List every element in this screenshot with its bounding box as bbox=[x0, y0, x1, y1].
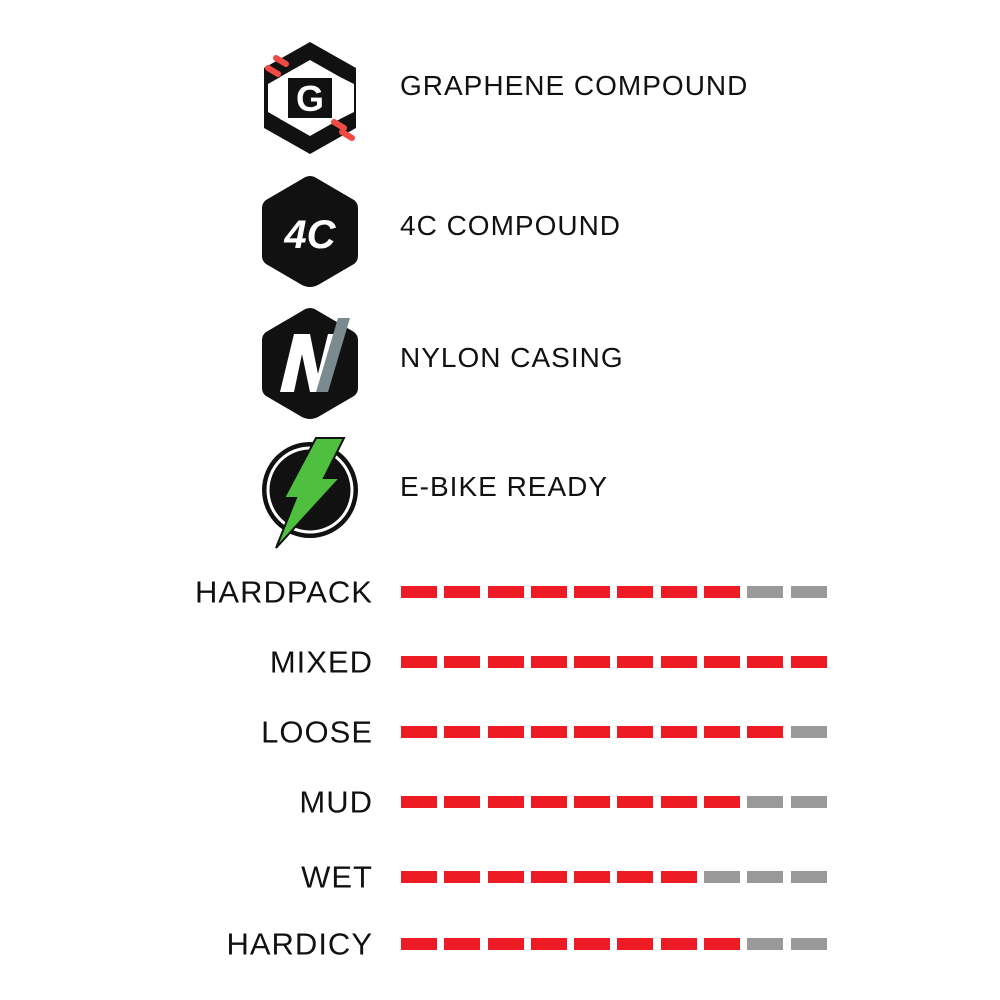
rating-segment-filled bbox=[660, 656, 697, 668]
rating-label-hardicy: HARDICY bbox=[226, 926, 373, 962]
rating-bar-loose bbox=[401, 726, 827, 738]
rating-label-hardpack: HARDPACK bbox=[195, 574, 373, 610]
rating-segment-filled bbox=[487, 726, 524, 738]
rating-segment-filled bbox=[660, 586, 697, 598]
rating-segment-filled bbox=[790, 656, 827, 668]
rating-segment-filled bbox=[444, 871, 481, 883]
rating-segment-filled bbox=[530, 796, 567, 808]
rating-bar-mixed bbox=[401, 656, 827, 668]
rating-segment-empty bbox=[790, 726, 827, 738]
rating-segment-filled bbox=[444, 938, 481, 950]
rating-segment-filled bbox=[530, 656, 567, 668]
rating-segment-filled bbox=[747, 726, 784, 738]
svg-text:G: G bbox=[296, 78, 324, 119]
rating-bar-hardicy bbox=[401, 938, 827, 950]
rating-segment-filled bbox=[444, 656, 481, 668]
rating-segment-filled bbox=[401, 871, 437, 883]
rating-segment-filled bbox=[617, 726, 654, 738]
rating-label-mixed: MIXED bbox=[269, 644, 373, 680]
rating-segment-filled bbox=[401, 796, 437, 808]
graphene-g-icon: G bbox=[258, 38, 362, 158]
rating-segment-filled bbox=[574, 726, 611, 738]
rating-segment-filled bbox=[401, 586, 437, 598]
rating-segment-filled bbox=[574, 871, 611, 883]
rating-segment-empty bbox=[790, 796, 827, 808]
rating-segment-filled bbox=[444, 586, 481, 598]
rating-segment-filled bbox=[530, 726, 567, 738]
rating-segment-filled bbox=[401, 726, 437, 738]
rating-segment-filled bbox=[530, 938, 567, 950]
rating-segment-filled bbox=[487, 656, 524, 668]
rating-segment-empty bbox=[747, 938, 784, 950]
feature-label-4c: 4C COMPOUND bbox=[400, 210, 622, 241]
rating-segment-filled bbox=[704, 938, 741, 950]
rating-segment-filled bbox=[401, 656, 437, 668]
rating-segment-filled bbox=[660, 726, 697, 738]
rating-segment-filled bbox=[487, 586, 524, 598]
rating-bar-wet bbox=[401, 871, 827, 883]
rating-segment-filled bbox=[617, 796, 654, 808]
rating-bar-hardpack bbox=[401, 586, 827, 598]
rating-segment-filled bbox=[574, 586, 611, 598]
rating-segment-filled bbox=[574, 938, 611, 950]
rating-segment-filled bbox=[617, 871, 654, 883]
rating-segment-empty bbox=[747, 586, 784, 598]
rating-segment-filled bbox=[574, 796, 611, 808]
rating-segment-filled bbox=[401, 938, 437, 950]
rating-segment-filled bbox=[444, 796, 481, 808]
rating-segment-filled bbox=[660, 796, 697, 808]
feature-label-ebike: E-BIKE READY bbox=[400, 471, 609, 502]
rating-segment-filled bbox=[487, 871, 524, 883]
4c-hex-icon: 4C bbox=[258, 172, 362, 292]
rating-segment-filled bbox=[530, 586, 567, 598]
rating-segment-filled bbox=[617, 586, 654, 598]
rating-segment-filled bbox=[530, 871, 567, 883]
feature-label-graphene: GRAPHENE COMPOUND bbox=[400, 70, 749, 101]
rating-segment-empty bbox=[790, 938, 827, 950]
rating-label-wet: WET bbox=[301, 859, 373, 895]
rating-segment-empty bbox=[747, 796, 784, 808]
rating-segment-empty bbox=[747, 871, 784, 883]
lightning-bolt-icon bbox=[258, 436, 362, 552]
rating-segment-filled bbox=[704, 656, 741, 668]
rating-label-loose: LOOSE bbox=[261, 714, 373, 750]
rating-segment-filled bbox=[574, 656, 611, 668]
rating-segment-empty bbox=[790, 871, 827, 883]
rating-segment-filled bbox=[617, 656, 654, 668]
rating-segment-filled bbox=[617, 938, 654, 950]
rating-segment-filled bbox=[487, 938, 524, 950]
rating-bar-mud bbox=[401, 796, 827, 808]
rating-segment-filled bbox=[704, 796, 741, 808]
rating-segment-empty bbox=[704, 871, 741, 883]
feature-label-nylon: NYLON CASING bbox=[400, 342, 624, 373]
rating-segment-filled bbox=[444, 726, 481, 738]
rating-label-mud: MUD bbox=[299, 784, 373, 820]
rating-segment-filled bbox=[747, 656, 784, 668]
rating-segment-filled bbox=[660, 871, 697, 883]
rating-segment-filled bbox=[660, 938, 697, 950]
rating-segment-empty bbox=[790, 586, 827, 598]
rating-segment-filled bbox=[704, 586, 741, 598]
rating-segment-filled bbox=[704, 726, 741, 738]
nylon-n-icon bbox=[258, 304, 362, 424]
rating-segment-filled bbox=[487, 796, 524, 808]
svg-text:4C: 4C bbox=[283, 213, 336, 257]
